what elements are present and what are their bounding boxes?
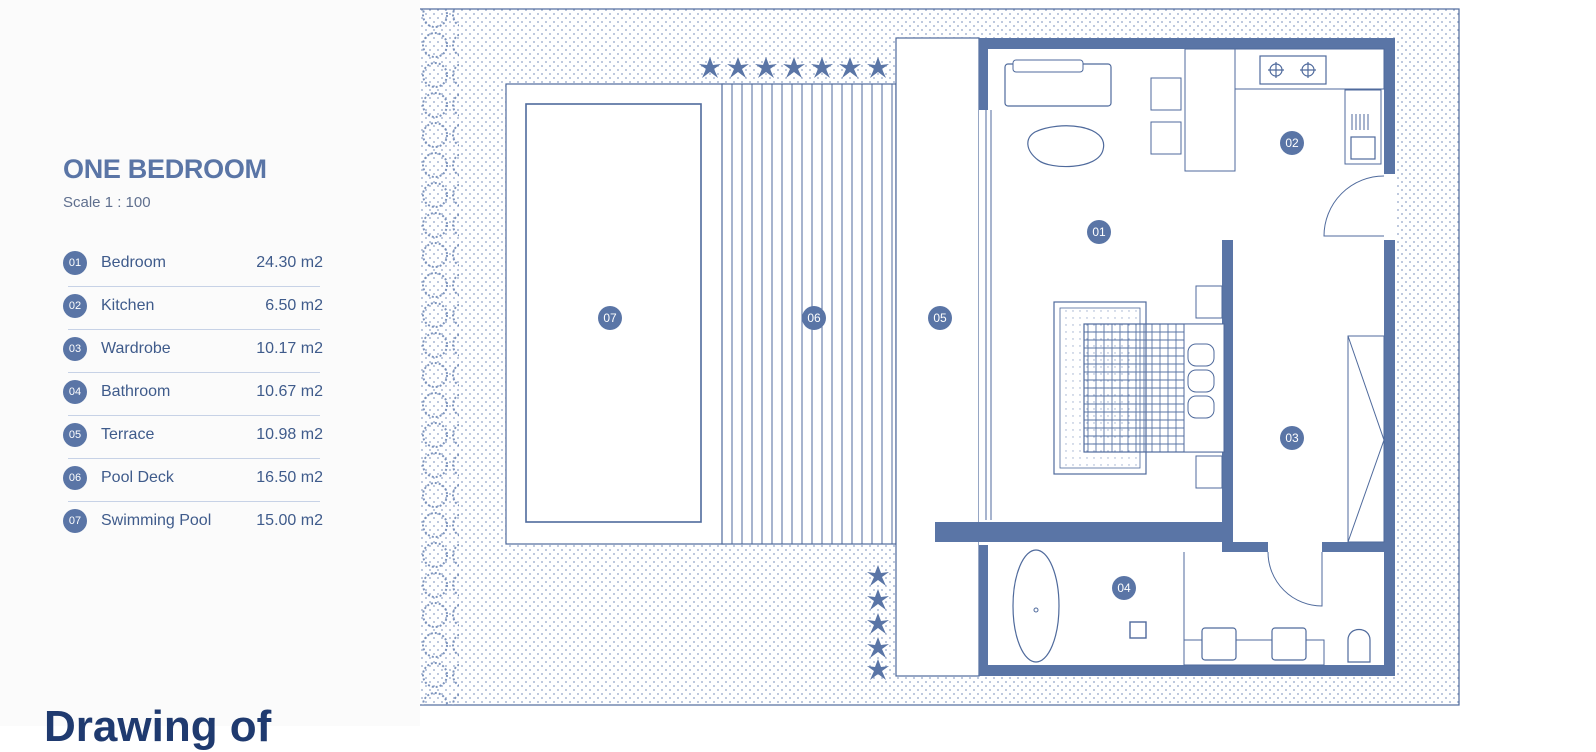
room-name: Bathroom — [101, 383, 171, 400]
plan-scale: Scale 1 : 100 — [63, 194, 151, 211]
room-number-badge: 07 — [63, 509, 87, 533]
room-tag-wardrobe: 03 — [1280, 426, 1304, 450]
room-tag-pool: 07 — [598, 306, 622, 330]
wardrobe-door-swing — [1267, 551, 1323, 607]
hedge-border — [420, 9, 459, 705]
room-name: Pool Deck — [101, 469, 174, 486]
room-name: Terrace — [101, 426, 155, 443]
room-number-badge: 02 — [63, 294, 87, 318]
legend-divider — [68, 329, 320, 330]
floor-plan: 07 06 05 01 02 03 04 — [420, 8, 1460, 706]
room-area: 10.98 m2 — [256, 426, 323, 443]
bar-stool — [1150, 77, 1182, 111]
room-tag-deck: 06 — [802, 306, 826, 330]
svg-text:02: 02 — [1285, 136, 1299, 150]
room-area: 16.50 m2 — [256, 469, 323, 486]
kitchen-island — [1184, 48, 1236, 172]
legend-divider — [68, 372, 320, 373]
room-area: 24.30 m2 — [256, 254, 323, 271]
svg-text:04: 04 — [1117, 581, 1131, 595]
legend-row-pool-deck: 06 Pool Deck 16.50 m2 — [63, 463, 323, 493]
svg-text:01: 01 — [1092, 225, 1106, 239]
room-tag-terrace: 05 — [928, 306, 952, 330]
room-name: Bedroom — [101, 254, 166, 271]
legend-row-bedroom: 01 Bedroom 24.30 m2 — [63, 248, 323, 278]
bathtub — [1012, 549, 1060, 663]
room-tag-bathroom: 04 — [1112, 576, 1136, 600]
legend-row-kitchen: 02 Kitchen 6.50 m2 — [63, 291, 323, 321]
room-name: Wardrobe — [101, 340, 171, 357]
room-name: Swimming Pool — [101, 512, 212, 529]
svg-text:06: 06 — [807, 311, 821, 325]
wardrobe-closet — [1347, 335, 1385, 543]
room-area: 10.67 m2 — [256, 383, 323, 400]
legend-panel: ONE BEDROOM Scale 1 : 100 01 Bedroom 24.… — [0, 0, 420, 751]
room-number-badge: 06 — [63, 466, 87, 490]
legend-row-bathroom: 04 Bathroom 10.67 m2 — [63, 377, 323, 407]
legend-divider — [68, 458, 320, 459]
washbasin — [1201, 627, 1237, 661]
legend-divider — [68, 501, 320, 502]
svg-text:03: 03 — [1285, 431, 1299, 445]
sofa-back — [1012, 59, 1084, 73]
svg-text:05: 05 — [933, 311, 947, 325]
legend-row-terrace: 05 Terrace 10.98 m2 — [63, 420, 323, 450]
room-tag-kitchen: 02 — [1280, 131, 1304, 155]
pillow-icons — [1187, 343, 1215, 419]
room-number-badge: 04 — [63, 380, 87, 404]
wardrobe-doors — [1347, 335, 1385, 543]
terrace — [895, 37, 980, 677]
room-area: 15.00 m2 — [256, 512, 323, 529]
svg-text:07: 07 — [603, 311, 617, 325]
sink-drain — [1351, 114, 1369, 130]
legend-row-wardrobe: 03 Wardrobe 10.17 m2 — [63, 334, 323, 364]
toilet — [1347, 628, 1371, 663]
room-name: Kitchen — [101, 297, 155, 314]
walls — [935, 38, 1395, 676]
legend-divider — [68, 286, 320, 287]
kitchen-door-swing — [1323, 175, 1385, 237]
nightstand — [1195, 285, 1223, 319]
room-number-badge: 03 — [63, 337, 87, 361]
bathtub-drain — [1033, 607, 1039, 613]
drawing-caption: Drawing of — [44, 702, 272, 751]
glazing — [985, 110, 992, 520]
room-area: 10.17 m2 — [256, 340, 323, 357]
room-number-badge: 01 — [63, 251, 87, 275]
sink-bowl — [1350, 136, 1376, 160]
room-tag-bedroom: 01 — [1087, 220, 1111, 244]
room-number-badge: 05 — [63, 423, 87, 447]
bar-stool — [1150, 121, 1182, 155]
coffee-table — [1027, 125, 1105, 168]
legend-divider — [68, 415, 320, 416]
plan-title: ONE BEDROOM — [63, 154, 267, 184]
shower-valve — [1129, 621, 1147, 639]
legend-row-swimming-pool: 07 Swimming Pool 15.00 m2 — [63, 506, 323, 536]
washbasin — [1271, 627, 1307, 661]
room-area: 6.50 m2 — [265, 297, 323, 314]
nightstand — [1195, 455, 1223, 489]
burner-icons — [1268, 62, 1316, 78]
